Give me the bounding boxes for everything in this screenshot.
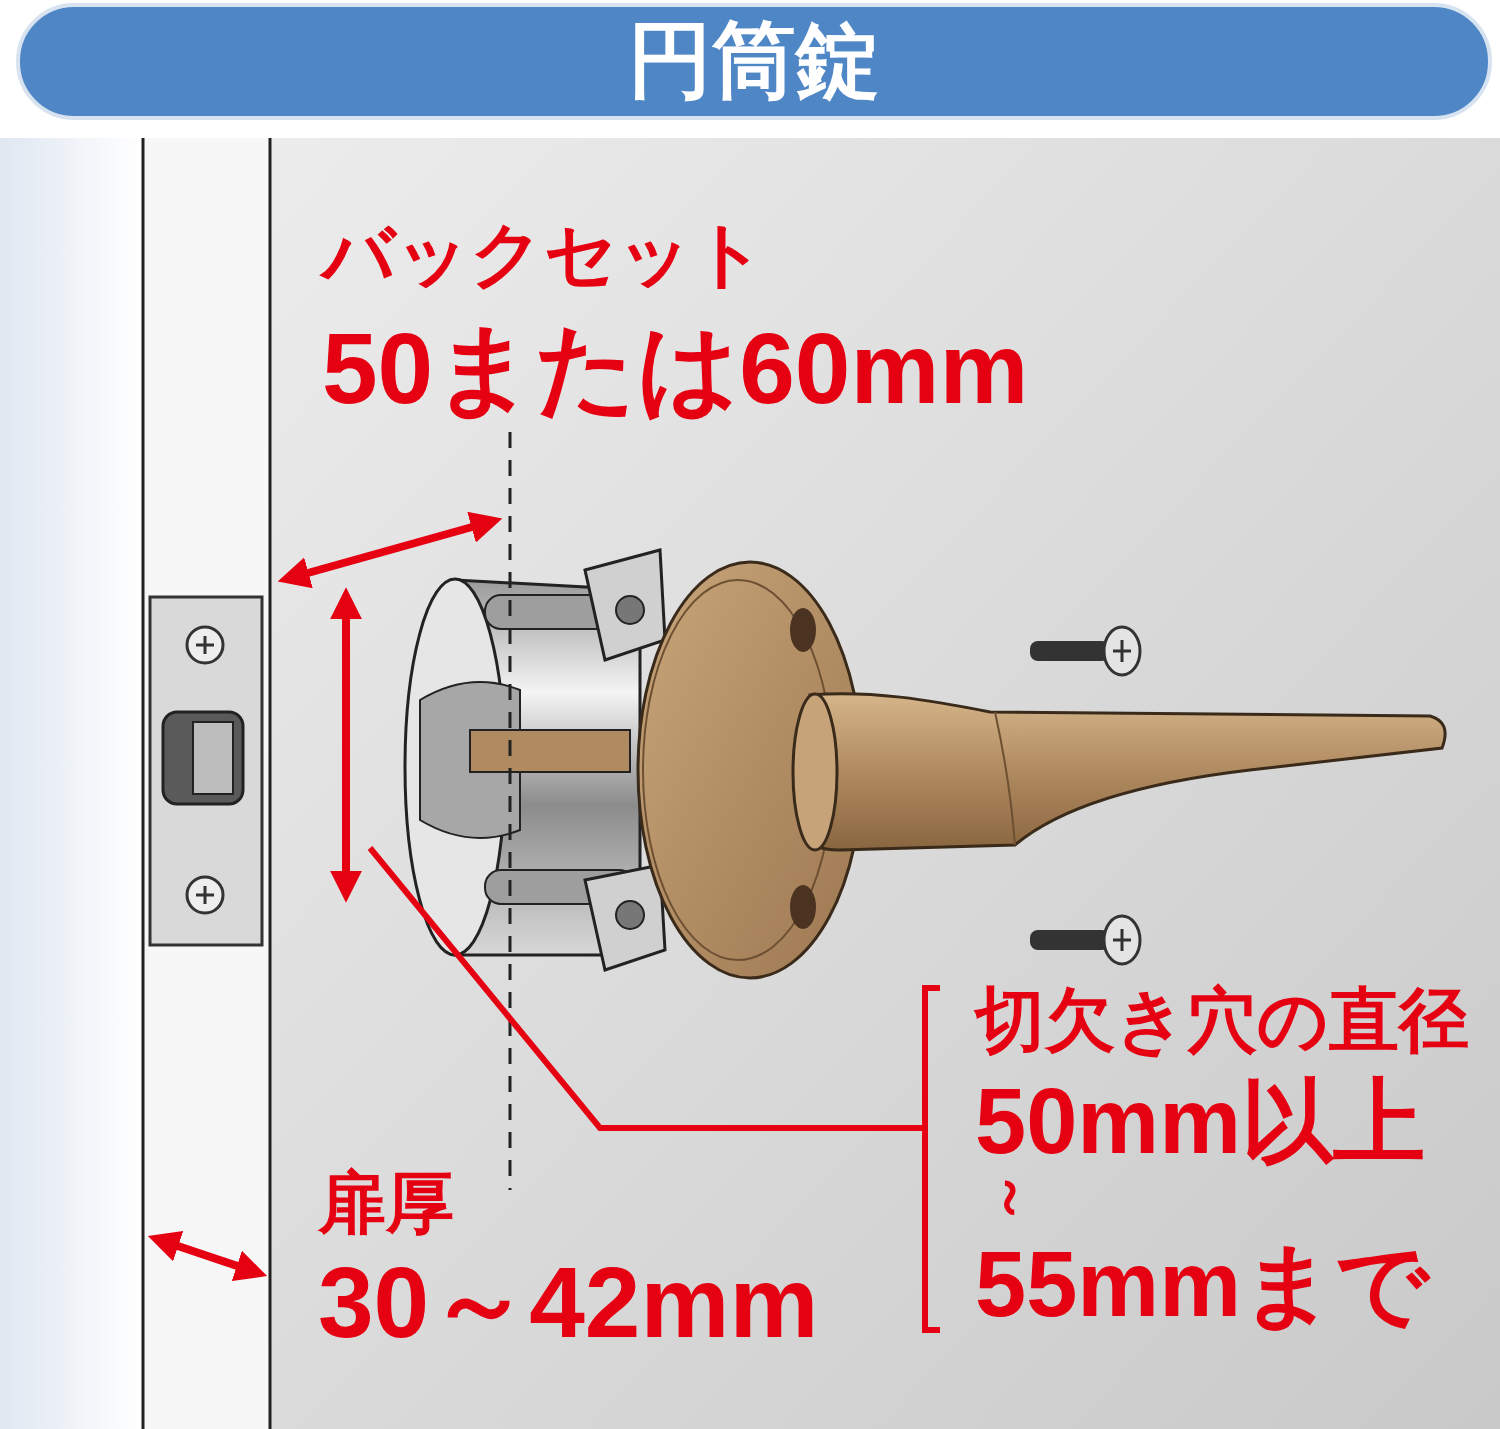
dimension-label: バックセット (322, 218, 766, 290)
dimension-value: 50または60mm (322, 318, 1028, 418)
dimension-value: 50mm以上 (975, 1075, 1425, 1167)
dimension-value: 30～42mm (318, 1252, 818, 1352)
dimension-label: 切欠き穴の直径 (975, 985, 1469, 1055)
range-mark: ～ (985, 1170, 1041, 1226)
dimension-value: 55mmまで (975, 1238, 1429, 1330)
dimension-label: 扉厚 (318, 1168, 454, 1236)
title-text: 円筒錠 (18, 18, 1490, 102)
